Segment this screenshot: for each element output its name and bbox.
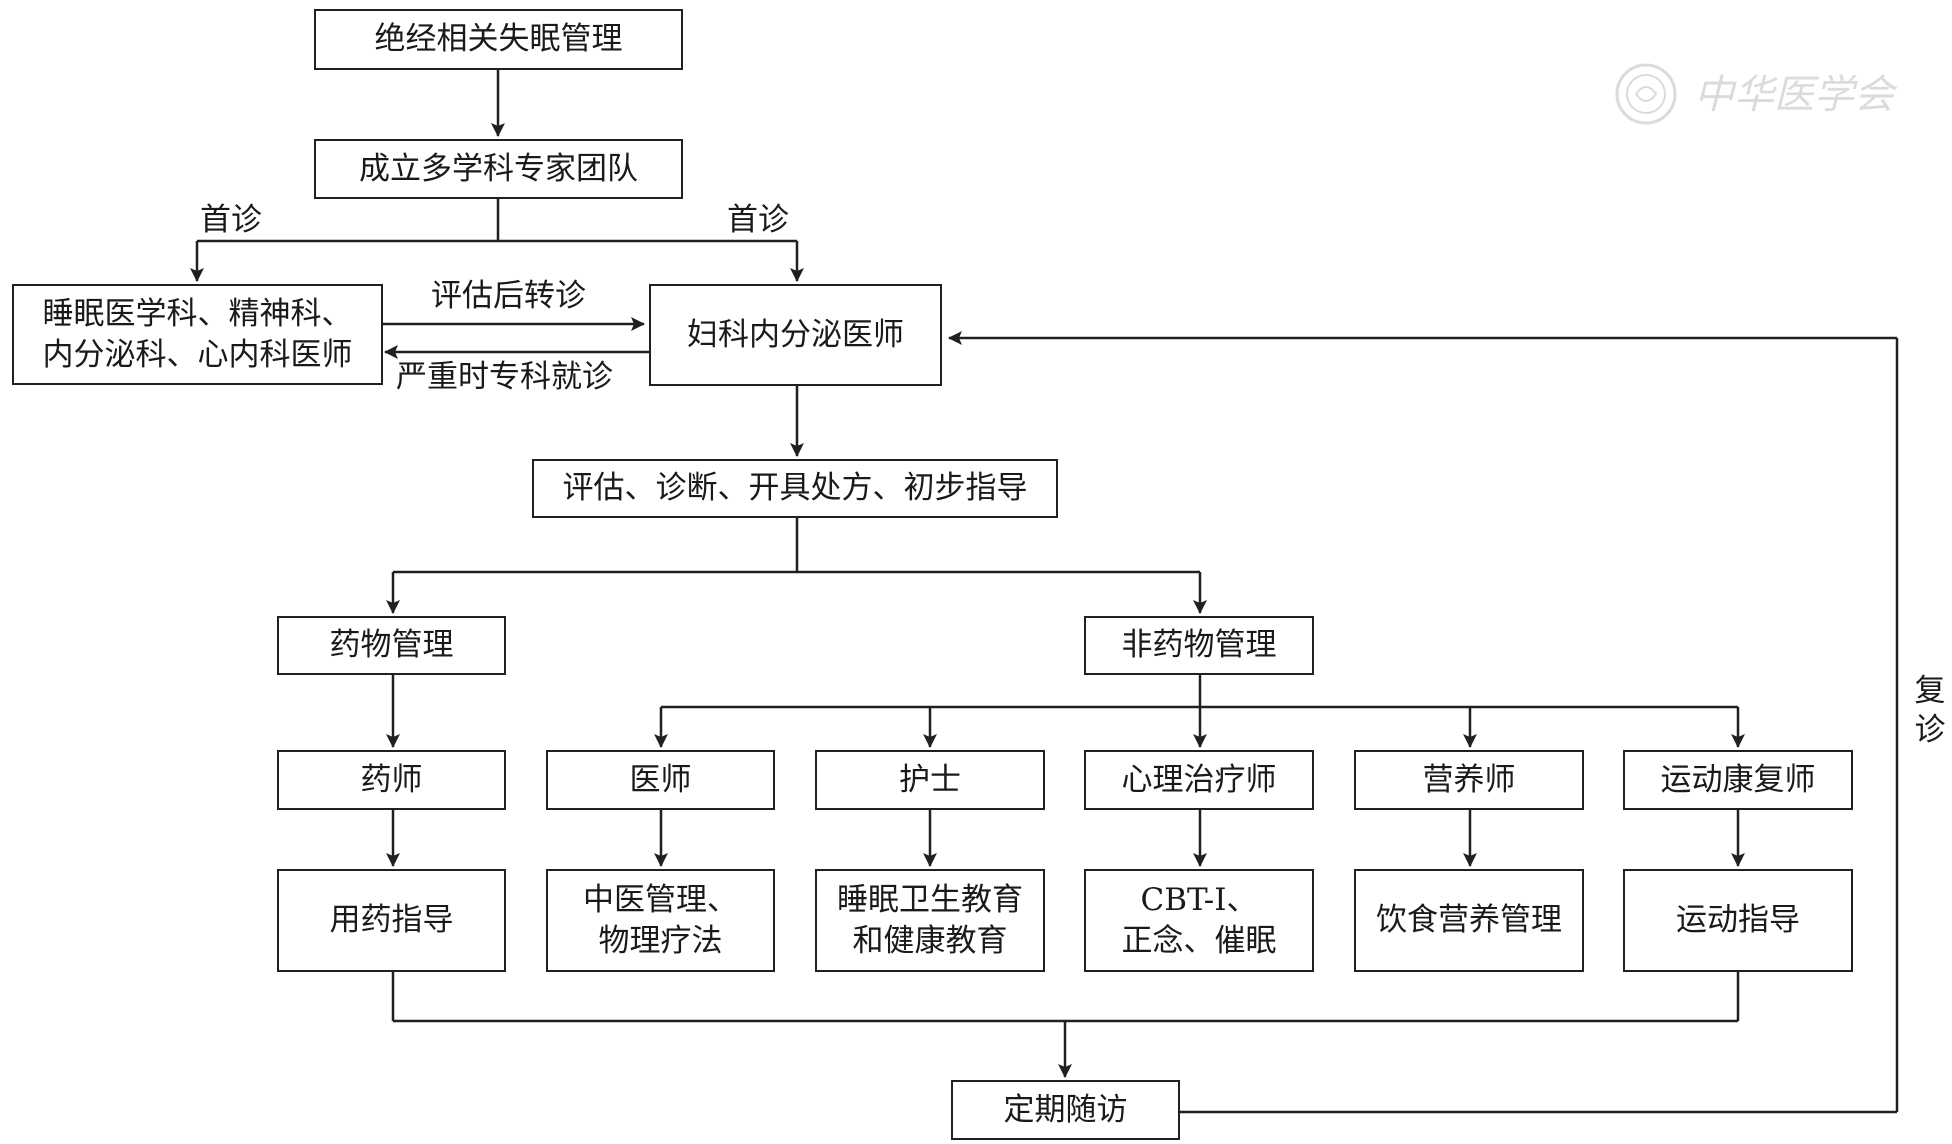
- dietitian-box: 营养师: [1354, 750, 1584, 810]
- cbt-box: CBT-I、正念、催眠: [1084, 869, 1314, 972]
- nurse-box: 护士: [815, 750, 1045, 810]
- society-seal-watermark: 中华医学会: [1615, 63, 1898, 125]
- medication-guidance-box: 用药指导: [277, 869, 506, 972]
- watermark-text: 中华医学会: [1694, 72, 1898, 118]
- nondrug-management-box: 非药物管理: [1084, 616, 1314, 675]
- specialists-box: 睡眠医学科、精神科、 内分泌科、心内科医师: [12, 284, 383, 385]
- severe-specialist-label: 严重时专科就诊: [396, 359, 613, 395]
- referral-label: 评估后转诊: [431, 278, 586, 314]
- rehab-therapist-box: 运动康复师: [1623, 750, 1853, 810]
- gyn-endocrinologist-box: 妇科内分泌医师: [649, 284, 942, 386]
- exercise-guidance-box: 运动指导: [1623, 869, 1853, 972]
- doctor-box: 医师: [546, 750, 775, 810]
- diet-management-box: 饮食营养管理: [1354, 869, 1584, 972]
- pharmacist-box: 药师: [277, 750, 506, 810]
- tcm-physio-box: 中医管理、物理疗法: [546, 869, 775, 972]
- followup-box: 定期随访: [951, 1080, 1180, 1140]
- sleep-education-box: 睡眠卫生教育和健康教育: [815, 869, 1045, 972]
- revisit-label: 复诊: [1914, 673, 1946, 748]
- first-visit-right-label: 首诊: [727, 202, 789, 238]
- first-visit-left-label: 首诊: [200, 202, 262, 238]
- team-box: 成立多学科专家团队: [314, 139, 683, 199]
- title-box: 绝经相关失眠管理: [314, 9, 683, 70]
- drug-management-box: 药物管理: [277, 616, 506, 675]
- psychotherapist-box: 心理治疗师: [1084, 750, 1314, 810]
- assessment-box: 评估、诊断、开具处方、初步指导: [532, 459, 1058, 518]
